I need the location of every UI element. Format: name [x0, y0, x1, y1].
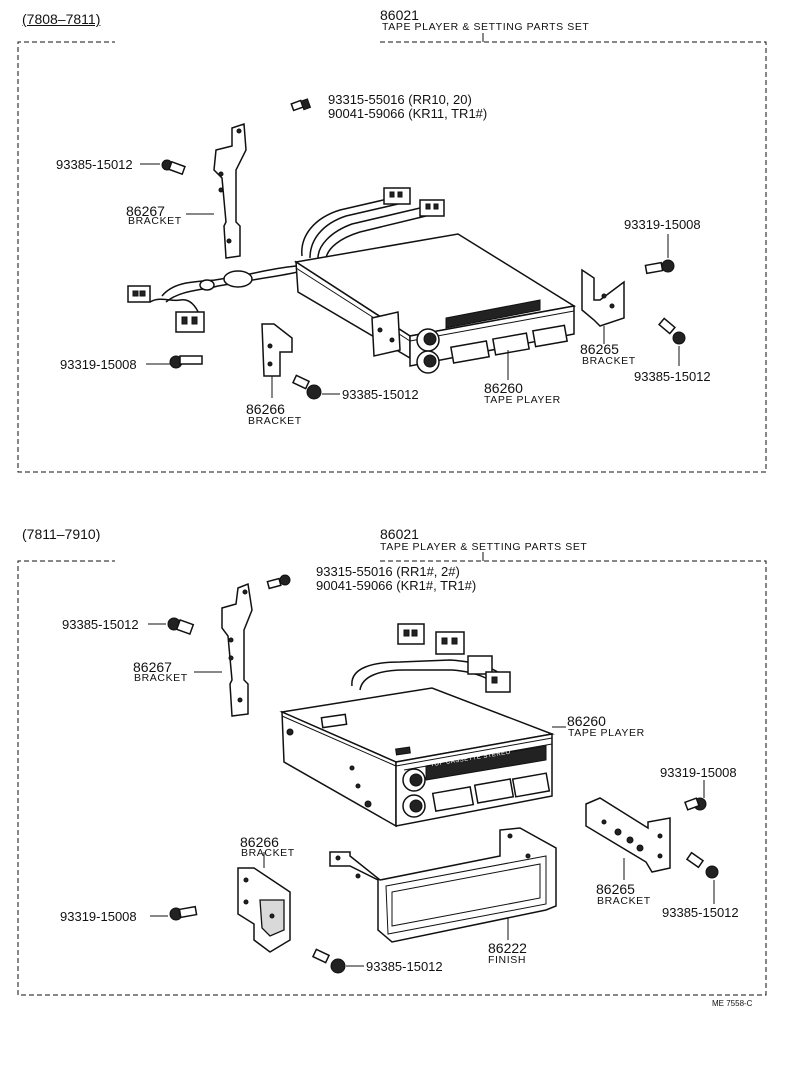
bracket-bottom-part-number: 86266: [246, 401, 285, 417]
date-range-section2: (7811–7910): [22, 526, 101, 542]
bolt-icon: [140, 159, 186, 176]
bracket-86266-drawing: [237, 852, 291, 953]
bolt-icon: [150, 905, 198, 921]
bolt-icon: [311, 948, 364, 974]
bolt-center-bottom-label: 93385-15012: [342, 387, 419, 402]
bracket-86265-drawing: [585, 797, 671, 880]
bracket-left-name: BRACKET: [128, 215, 182, 227]
bolt-right-top-label: 93319-15008: [624, 217, 701, 232]
top-wires-drawing: [301, 187, 445, 259]
wire-harness-drawing: [127, 265, 299, 333]
bolt-center-bottom-label: 93385-15012: [366, 959, 443, 974]
screw-note-line1: 93315-55016 (RR10, 20): [328, 92, 472, 107]
bolt-icon: [685, 851, 719, 904]
player-part-number: 86260: [484, 380, 523, 396]
bolt-icon: [658, 317, 686, 366]
bolt-right-bottom-label: 93385-15012: [662, 905, 739, 920]
bracket-bottom-part-number: 86266: [240, 834, 279, 850]
bracket-86265-drawing: [581, 268, 625, 344]
screw-icon: [266, 574, 291, 590]
bolt-icon: [148, 617, 195, 636]
bracket-right-name: BRACKET: [582, 355, 636, 367]
bracket-bottom-name: BRACKET: [241, 847, 295, 859]
screw-note-line1: 93315-55016 (RR1#, 2#): [316, 564, 460, 579]
bracket-right-part-number: 86265: [596, 881, 635, 897]
tape-player-86260-drawing: [279, 687, 566, 828]
bolt-right-top-label: 93319-15008: [660, 765, 737, 780]
bolt-icon: [644, 234, 675, 275]
tape-player-86260-drawing: [293, 233, 577, 380]
bolt-icon: [146, 355, 203, 369]
set-part-name: TAPE PLAYER & SETTING PARTS SET: [380, 541, 588, 553]
player-name: TAPE PLAYER: [568, 727, 645, 739]
screw-note-line2: 90041-59066 (KR11, TR1#): [328, 106, 488, 121]
set-part-number: 86021: [380, 7, 419, 23]
bracket-left-part-number: 86267: [126, 203, 165, 219]
bracket-86266-drawing: [261, 323, 293, 398]
finish-name: FINISH: [488, 954, 527, 966]
screw-note-line2: 90041-59066 (KR1#, TR1#): [316, 578, 477, 593]
section1-frame: [17, 33, 767, 473]
set-part-name: TAPE PLAYER & SETTING PARTS SET: [382, 21, 590, 33]
footer-code: ME 7558-C: [712, 999, 753, 1008]
section2-frame: [17, 552, 767, 996]
date-range-section1: (7808–7811): [22, 11, 101, 27]
screw-icon: [290, 98, 312, 112]
bracket-86267-drawing: [186, 122, 247, 259]
bolt-right-bottom-label: 93385-15012: [634, 369, 711, 384]
player-part-number: 86260: [567, 713, 606, 729]
bracket-right-part-number: 86265: [580, 341, 619, 357]
finish-part-number: 86222: [488, 940, 527, 956]
finish-86222-drawing: [329, 827, 557, 943]
bracket-right-name: BRACKET: [597, 895, 651, 907]
bolt-icon: [291, 374, 340, 400]
set-part-number: 86021: [380, 526, 419, 542]
bolt-icon: [684, 780, 707, 811]
bracket-86267-drawing: [194, 582, 253, 717]
bracket-bottom-name: BRACKET: [248, 415, 302, 427]
bolt-left-bottom-label: 93319-15008: [60, 357, 137, 372]
bolt-left-bottom-label: 93319-15008: [60, 909, 137, 924]
player-name: TAPE PLAYER: [484, 394, 561, 406]
bolt-left-top-label: 93385-15012: [62, 617, 139, 632]
bracket-left-part-number: 86267: [133, 659, 172, 675]
wire-harness-drawing: [351, 623, 511, 693]
bracket-left-name: BRACKET: [134, 672, 188, 684]
bolt-left-top-label: 93385-15012: [56, 157, 133, 172]
